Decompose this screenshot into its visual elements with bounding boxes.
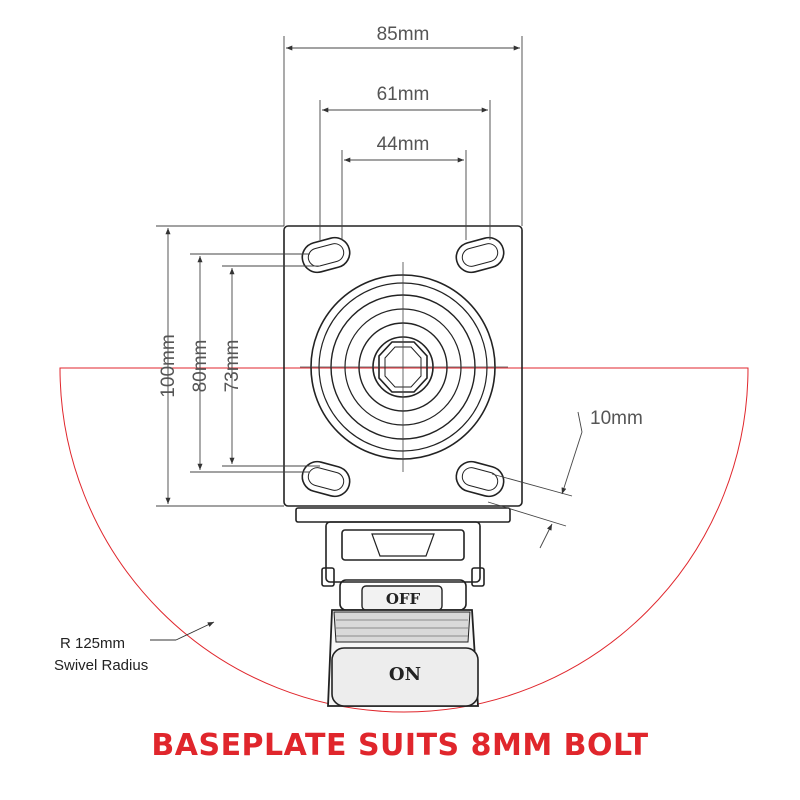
bolt-slot-top-left	[301, 236, 351, 274]
baseplate	[283, 225, 523, 507]
swivel-radius-label: Swivel Radius	[54, 657, 148, 674]
swivel-leader	[150, 621, 215, 641]
brake-off-label: OFF	[386, 590, 421, 608]
dim-slot-10: 10mm	[590, 408, 643, 429]
dim-height-80: 80mm	[190, 340, 211, 393]
dim-height-73: 73mm	[222, 340, 243, 393]
slot-dimension	[487, 411, 583, 549]
dim-height-100: 100mm	[158, 334, 179, 397]
bolt-slot-bottom-left	[301, 460, 351, 498]
dim-width-85: 85mm	[377, 24, 430, 45]
height-dimensions	[156, 225, 320, 507]
swivel-radius-arc	[59, 367, 749, 713]
width-dimensions	[283, 36, 523, 240]
centre-lines	[300, 262, 508, 472]
brake-on-label: ON	[389, 664, 421, 685]
dim-width-61: 61mm	[377, 84, 430, 105]
brake-pedal	[327, 585, 479, 707]
dim-width-44: 44mm	[377, 134, 430, 155]
baseplate-caption: BASEPLATE SUITS 8MM BOLT	[151, 728, 649, 763]
bolt-slot-top-right	[455, 236, 505, 274]
bolt-slot-bottom-right	[455, 460, 505, 498]
swivel-radius-value: R 125mm	[60, 635, 125, 652]
caster-fork	[295, 507, 511, 611]
